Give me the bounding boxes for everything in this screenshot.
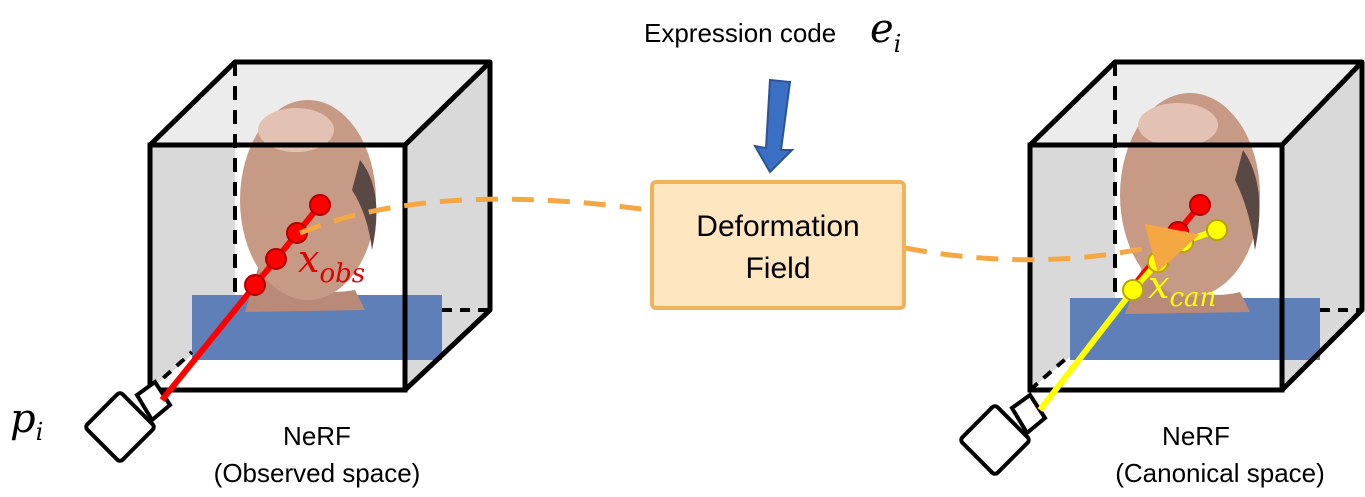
- observed-nerf-subtitle: (Observed space): [214, 458, 421, 488]
- deformation-input-arrow: [299, 196, 649, 236]
- canonical-ray-yellow: [1037, 288, 1136, 412]
- observed-sample-point: [265, 248, 287, 270]
- observed-sample-points: [244, 194, 331, 296]
- observed-scalp-shine: [258, 108, 334, 152]
- expression-code-symbol: ei: [870, 6, 901, 58]
- canonical-nerf-subtitle: (Canonical space): [1115, 458, 1325, 488]
- camera-symbol-p: p: [10, 396, 36, 442]
- canonical-point-label: xcan: [1148, 263, 1216, 313]
- observed-cube-top-right-edge: [403, 60, 492, 147]
- expression-code-label: Expression code: [644, 18, 836, 48]
- canonical-sample-point: [1206, 219, 1228, 241]
- observed-sample-point: [286, 222, 308, 244]
- deformation-field-box: [650, 180, 906, 310]
- observed-point-subscript: obs: [319, 259, 365, 289]
- canonical-cube-front: [1027, 142, 1285, 393]
- canonical-red-point: [1189, 194, 1211, 216]
- canonical-nerf-title: NeRF: [1162, 421, 1230, 451]
- canonical-camera-icon: [959, 392, 1048, 476]
- expression-symbol-subscript: i: [894, 30, 902, 58]
- canonical-point-subscript: can: [1169, 283, 1216, 313]
- camera-symbol-subscript: i: [36, 418, 44, 446]
- canonical-sample-point: [1122, 279, 1144, 301]
- canonical-hidden-edge-diag: [1028, 353, 1072, 392]
- observed-nerf-title: NeRF: [283, 421, 351, 451]
- canonical-cube-top-right-edge: [1280, 60, 1364, 147]
- canonical-scalp-shine: [1138, 103, 1218, 147]
- expression-symbol-e: e: [870, 6, 894, 52]
- camera-pose-symbol: pi: [10, 396, 43, 446]
- expression-arrow-icon: [753, 78, 795, 174]
- observed-point-label: xobs: [298, 237, 365, 289]
- observed-point-symbol: x: [298, 237, 319, 281]
- canonical-point-symbol: x: [1148, 263, 1169, 307]
- observed-sample-point: [309, 194, 331, 216]
- canonical-hair: [1235, 150, 1260, 250]
- deformation-output-arrow: [904, 223, 1200, 272]
- deformation-field-label-line2: Field: [745, 252, 810, 285]
- canonical-cube: [1027, 59, 1365, 393]
- observed-hair: [352, 160, 377, 250]
- observed-sample-point: [244, 274, 266, 296]
- deformation-field-label-line1: Deformation: [696, 210, 859, 243]
- observed-cube-front: [147, 142, 408, 393]
- observed-camera-icon: [84, 379, 173, 463]
